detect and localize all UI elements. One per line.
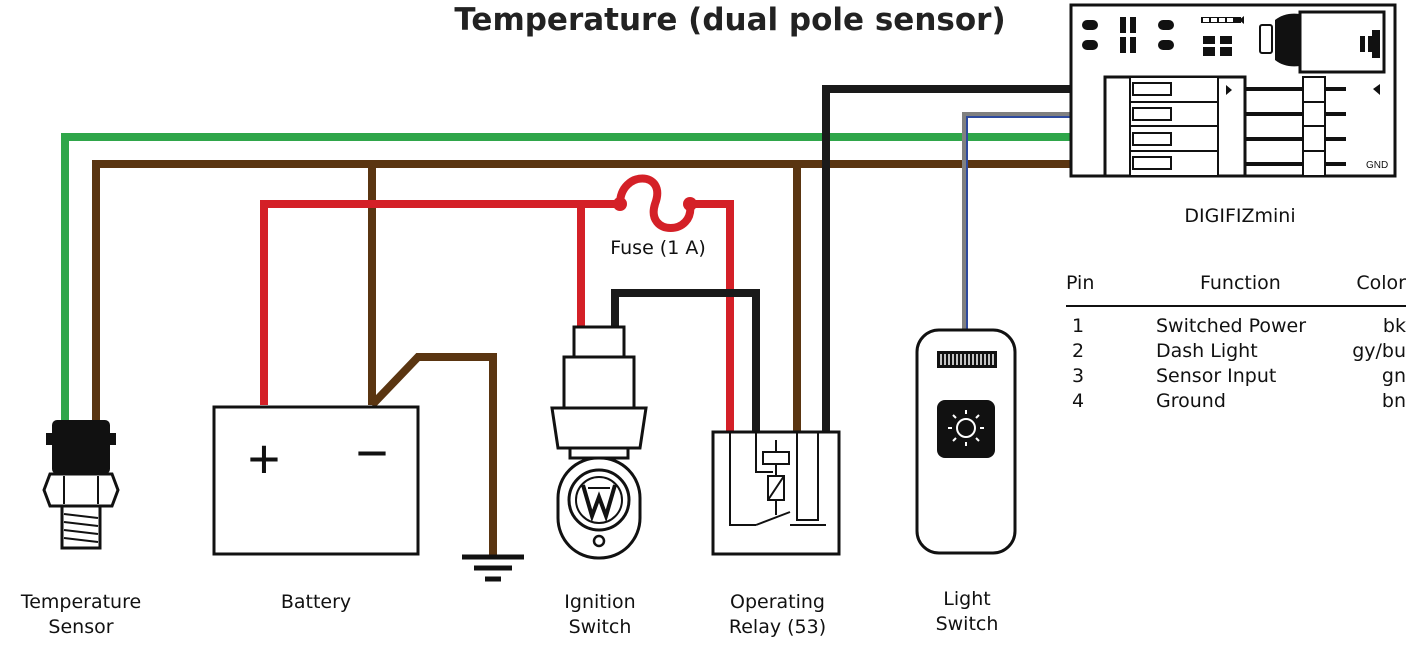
- wire-black-switched-power: [822, 85, 1108, 432]
- pin-color: gn: [1381, 365, 1406, 387]
- wire-red-battery: [260, 200, 620, 405]
- pin-function: Ground: [1156, 390, 1226, 412]
- diagram-title: Temperature (dual pole sensor): [454, 2, 1006, 38]
- digifiz-label: DIGIFIZmini: [1184, 205, 1296, 227]
- pin-table-header: Pin Function Color: [1066, 272, 1406, 307]
- battery-icon: + −: [212, 405, 420, 556]
- pin-header: Pin: [1066, 272, 1095, 294]
- pin-number: 2: [1072, 340, 1085, 362]
- gnd-label: GND: [1366, 160, 1388, 171]
- pin-row: 4 Ground bn: [1066, 390, 1406, 415]
- temperature-sensor-icon: [42, 420, 120, 550]
- pin-color: bn: [1381, 390, 1406, 412]
- light-switch-icon: [915, 328, 1017, 555]
- light-switch-label: Light Switch: [935, 588, 999, 635]
- fuse-symbol: [616, 174, 695, 232]
- pin-row: 1 Switched Power bk: [1066, 315, 1406, 340]
- pin-function: Sensor Input: [1156, 365, 1277, 387]
- digifiz-module: GND: [1069, 3, 1397, 178]
- pin-number: 3: [1072, 365, 1085, 387]
- color-header: Color: [1356, 272, 1406, 294]
- operating-relay-label: Operating Relay (53): [728, 591, 827, 638]
- pin-color: gy/bu: [1352, 340, 1406, 362]
- pin-function: Switched Power: [1156, 315, 1307, 337]
- battery-plus: +: [248, 427, 281, 490]
- pin-color: bk: [1382, 315, 1406, 337]
- pin-row: 2 Dash Light gy/bu: [1066, 340, 1406, 365]
- wire-brown-ground: [92, 160, 1108, 420]
- pin-number: 4: [1072, 390, 1085, 412]
- wire-gray-dash-light: [962, 112, 1108, 330]
- ignition-switch-icon: [550, 325, 648, 560]
- earth-ground-icon: [462, 554, 524, 582]
- wire-red-relay: [690, 200, 734, 432]
- pin-row: 3 Sensor Input gn: [1066, 365, 1406, 390]
- fuse-label: Fuse (1 A): [610, 237, 706, 259]
- wire-black-ignition-relay: [611, 289, 760, 432]
- pin-function: Dash Light: [1156, 340, 1258, 362]
- operating-relay-icon: [711, 430, 841, 556]
- battery-minus: −: [356, 421, 389, 484]
- temperature-sensor-label: Temperature Sensor: [20, 591, 142, 638]
- function-header: Function: [1200, 272, 1281, 294]
- wire-brown-earth: [369, 353, 497, 555]
- ignition-switch-label: Ignition Switch: [564, 591, 636, 638]
- pin-table: Pin Function Color 1 Switched Power bk 2…: [1066, 272, 1406, 415]
- pin-number: 1: [1072, 315, 1085, 337]
- battery-label: Battery: [280, 591, 352, 613]
- wire-green-sensor: [61, 133, 1108, 420]
